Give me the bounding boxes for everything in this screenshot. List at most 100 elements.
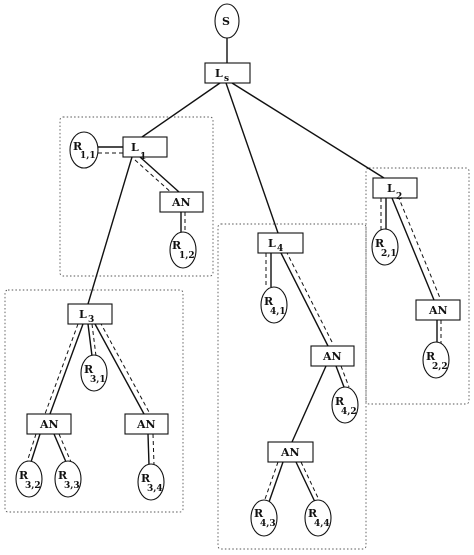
dashed-edges [26, 152, 442, 503]
edge-l4-an4a [280, 252, 329, 347]
tree-nodes: S L s L 1 R 1,1 AN R 1,2 L [15, 3, 461, 537]
edge-an4b-r44 [295, 461, 316, 503]
node-r43: R 4,3 [250, 499, 278, 537]
edge-an3a-r33 [53, 433, 67, 463]
node-label: AN [322, 350, 342, 363]
edge-an4b-r43 [268, 461, 284, 503]
node-label: R [84, 363, 94, 376]
edge-ls-l2 [231, 82, 385, 179]
node-an3a: AN [26, 413, 72, 435]
dashed-an4b-r44 [300, 461, 321, 503]
edge-l2-an2 [391, 197, 435, 301]
edge-an4a-an4b [291, 365, 327, 443]
ellipse-shape [422, 341, 450, 379]
dashed-an3a-r32 [26, 433, 37, 463]
node-subscript: 4 [277, 244, 283, 254]
node-label: R [254, 507, 264, 520]
node-subscript: 3,2 [25, 481, 41, 491]
node-subscript: 1,2 [179, 251, 195, 261]
node-subscript: 3,3 [64, 481, 80, 491]
dashed-l3-an3a [44, 323, 79, 415]
edge-an3a-r32 [30, 433, 41, 463]
node-subscript: 1 [140, 152, 146, 162]
dashed-l3-an3b [99, 321, 150, 413]
node-r44: R 4,4 [304, 499, 332, 537]
dashed-l2-an2 [397, 195, 441, 299]
node-subscript: 4,4 [314, 519, 330, 529]
edge-an4a-r42 [335, 365, 345, 388]
rect-shape [26, 413, 72, 435]
node-subscript: 3,4 [147, 484, 163, 494]
dashed-an3b-r34 [152, 433, 155, 466]
node-l3: L 3 [67, 303, 113, 325]
node-subscript: 1,1 [80, 151, 96, 161]
rect-shape [310, 345, 355, 367]
node-label: AN [428, 304, 448, 317]
dashed-l4-an4a [285, 250, 334, 345]
node-label: R [172, 239, 182, 252]
node-r21: R 2,1 [371, 228, 399, 266]
node-r11: R 1,1 [69, 131, 99, 169]
rect-shape [257, 232, 304, 254]
node-subscript: 3,1 [90, 375, 106, 385]
dashed-l1-an1 [134, 159, 175, 196]
node-r12: R 1,2 [169, 231, 197, 269]
node-label: AN [136, 418, 156, 431]
node-an3b: AN [124, 413, 169, 435]
region-l1 [59, 116, 214, 277]
region-l3 [4, 289, 184, 513]
rect-shape [415, 299, 461, 321]
ellipse-shape [69, 131, 99, 169]
node-label: L [387, 182, 395, 195]
node-label: L [215, 67, 223, 80]
region-l4 [217, 223, 367, 550]
node-r32: R 3,2 [15, 460, 43, 498]
node-label: R [335, 395, 345, 408]
node-l1: L 1 [122, 136, 168, 162]
node-an2: AN [415, 299, 461, 321]
node-label: AN [280, 446, 300, 459]
node-label: R [19, 469, 29, 482]
node-subscript: s [224, 74, 229, 84]
dashed-l3-r31 [91, 323, 97, 357]
node-ls: L s [204, 62, 251, 84]
dashed-an3a-r33 [58, 433, 72, 463]
rect-shape [372, 177, 418, 199]
rect-shape [67, 303, 113, 325]
node-label: AN [39, 418, 59, 431]
rect-shape [159, 191, 204, 213]
node-label: L [268, 237, 276, 250]
edge-l3-an3a [49, 323, 84, 415]
dashed-an4b-r43 [263, 461, 279, 503]
rect-shape [124, 413, 169, 435]
ellipse-shape [54, 460, 82, 498]
node-an4b: AN [267, 441, 314, 463]
ellipse-shape [371, 228, 399, 266]
node-subscript: 2 [396, 192, 402, 202]
node-label: R [308, 507, 318, 520]
ellipse-shape [15, 460, 43, 498]
edge-l1-l3 [87, 156, 133, 305]
node-an4a: AN [310, 345, 355, 367]
edge-l3-an3b [94, 323, 145, 415]
node-r22: R 2,2 [422, 341, 450, 379]
node-r41: R 4,1 [260, 286, 288, 324]
ellipse-shape [80, 354, 108, 392]
node-label: R [426, 350, 436, 363]
node-l2: L 2 [372, 177, 418, 202]
node-label: R [58, 469, 68, 482]
node-an1: AN [159, 191, 204, 213]
region-l2 [365, 167, 470, 405]
node-s: S [214, 3, 240, 39]
node-label: R [264, 295, 274, 308]
node-subscript: 4,2 [341, 407, 357, 417]
node-r31: R 3,1 [80, 354, 108, 392]
rect-shape [204, 62, 251, 84]
dashed-an4a-r42 [340, 365, 350, 388]
node-label: L [131, 141, 139, 154]
node-subscript: 2,2 [432, 362, 448, 372]
node-label: AN [171, 196, 191, 209]
rect-shape [122, 136, 168, 158]
node-l4: L 4 [257, 232, 304, 254]
